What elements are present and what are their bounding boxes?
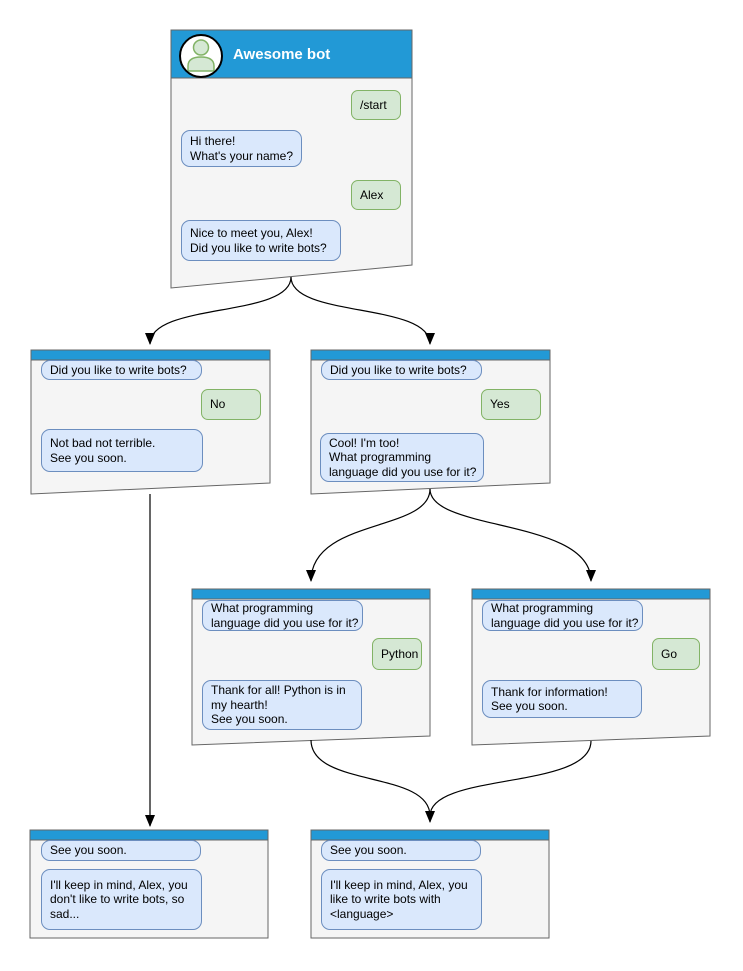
bot-message-bubble: Thank for information! See you soon. xyxy=(482,680,642,718)
bot-message-bubble: Did you like to write bots? xyxy=(41,360,202,380)
bot-message-bubble: Did you like to write bots? xyxy=(321,360,482,380)
user-message-bubble: Yes xyxy=(481,389,541,420)
window-title: Awesome bot xyxy=(233,45,331,63)
bot-message-bubble: Cool! I'm too! What programming language… xyxy=(320,433,484,482)
edge-branch-python-to-end-yes xyxy=(310,739,431,817)
bot-message-bubble: Nice to meet you, Alex! Did you like to … xyxy=(181,220,341,261)
edge-root-to-branch-no xyxy=(145,276,292,345)
user-message-bubble: Python xyxy=(372,638,422,670)
bot-message-bubble: I'll keep in mind, Alex, you like to wri… xyxy=(321,869,482,930)
window-header-branch-go xyxy=(471,588,711,600)
edge-root-to-branch-yes xyxy=(290,276,435,345)
edge-branch-yes-to-branch-go xyxy=(429,488,596,582)
chat-window-branch-no: Did you like to write bots? No Not bad n… xyxy=(31,350,270,494)
chat-window-end-yes: See you soon. I'll keep in mind, Alex, y… xyxy=(311,830,549,938)
bot-message-bubble: I'll keep in mind, Alex, you don't like … xyxy=(41,869,202,930)
user-message-bubble: No xyxy=(201,389,261,420)
bot-message-bubble: Not bad not terrible. See you soon. xyxy=(41,429,203,472)
bot-message-bubble: What programming language did you use fo… xyxy=(202,600,363,631)
bot-avatar-icon xyxy=(179,34,223,78)
chat-window-end-no: See you soon. I'll keep in mind, Alex, y… xyxy=(30,830,268,938)
user-message-bubble: Alex xyxy=(351,180,401,210)
chat-window-branch-go: What programming language did you use fo… xyxy=(472,589,710,745)
chat-window-branch-python: What programming language did you use fo… xyxy=(192,589,430,745)
user-message-bubble: /start xyxy=(351,90,401,120)
bot-message-bubble: Hi there! What's your name? xyxy=(181,130,302,167)
bot-message-bubble: Thank for all! Python is in my hearth! S… xyxy=(202,680,362,730)
edge-branch-go-to-end-yes xyxy=(429,740,592,817)
chat-window-root: Awesome bot /start Hi there! What's your… xyxy=(171,30,412,288)
bot-message-bubble: What programming language did you use fo… xyxy=(482,600,643,631)
edge-branch-yes-to-branch-python xyxy=(306,488,431,582)
window-header-branch-python xyxy=(191,588,431,600)
bot-message-bubble: See you soon. xyxy=(41,840,201,861)
bot-message-bubble: See you soon. xyxy=(321,840,481,861)
user-message-bubble: Go xyxy=(652,638,700,670)
chat-window-branch-yes: Did you like to write bots? Yes Cool! I'… xyxy=(311,350,550,494)
